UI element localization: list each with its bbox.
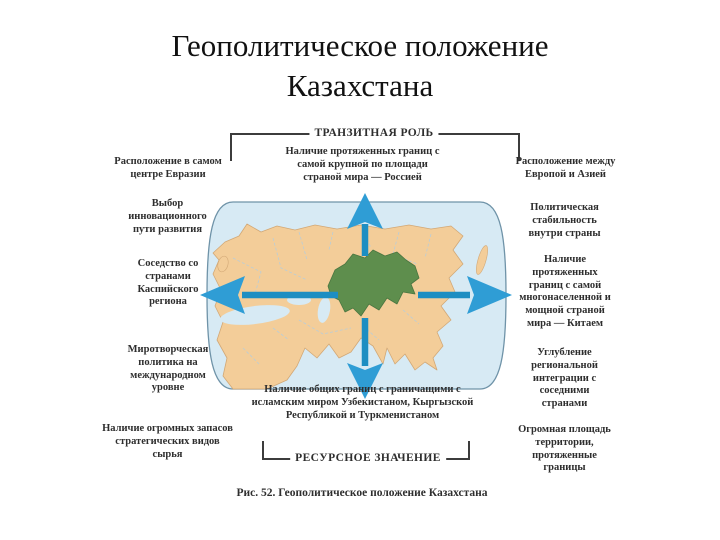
note-regional-integration: Углубление региональной интеграции с сос… bbox=[531, 347, 598, 410]
note-center-of-eurasia: Расположение в самом центре Евразии bbox=[114, 156, 222, 180]
britain-island-shape bbox=[217, 255, 229, 273]
japan-island-shape bbox=[476, 245, 488, 275]
top-bracket-right-leg bbox=[518, 133, 520, 161]
page-title-line2: Казахстана bbox=[286, 68, 434, 103]
top-bracket-left-leg bbox=[230, 133, 232, 161]
bottom-bracket-label: РЕСУРСНОЕ ЗНАЧЕНИЕ bbox=[290, 452, 446, 464]
note-raw-material-reserves: Наличие огромных запасов стратегических … bbox=[102, 423, 233, 460]
note-innovative-path: Выбор инновационного пути развития bbox=[128, 198, 207, 235]
top-bracket-label: ТРАНЗИТНАЯ РОЛЬ bbox=[309, 127, 439, 139]
page-title-line1: Геополитическое положение bbox=[171, 28, 549, 63]
note-islamic-world-borders: Наличие общих границ с граничащими с исл… bbox=[251, 384, 474, 421]
note-peacekeeping-policy: Миротворческая политика на международном… bbox=[127, 344, 209, 394]
black-sea-shape bbox=[287, 295, 311, 305]
note-political-stability: Политическая стабильность внутри страны bbox=[528, 202, 601, 239]
note-caspian-neighbors: Соседство со странами Каспийского регион… bbox=[137, 258, 199, 308]
bottom-bracket-left-leg bbox=[262, 441, 264, 458]
note-russia-border: Наличие протяженных границ с самой крупн… bbox=[285, 146, 440, 183]
figure-caption: Рис. 52. Геополитическое положение Казах… bbox=[236, 487, 488, 499]
note-between-europe-asia: Расположение между Европой и Азией bbox=[515, 156, 616, 180]
caspian-sea-shape bbox=[317, 297, 331, 323]
eurasia-map bbox=[206, 201, 507, 390]
note-huge-territory: Огромная площадь территории, протяженные… bbox=[518, 424, 611, 474]
kazakhstan-shape bbox=[327, 249, 420, 317]
note-china-border: Наличие протяженных границ с самой много… bbox=[519, 254, 611, 329]
bottom-bracket-right-leg bbox=[468, 441, 470, 458]
page-title: Геополитическое положение Казахстана bbox=[0, 26, 720, 106]
